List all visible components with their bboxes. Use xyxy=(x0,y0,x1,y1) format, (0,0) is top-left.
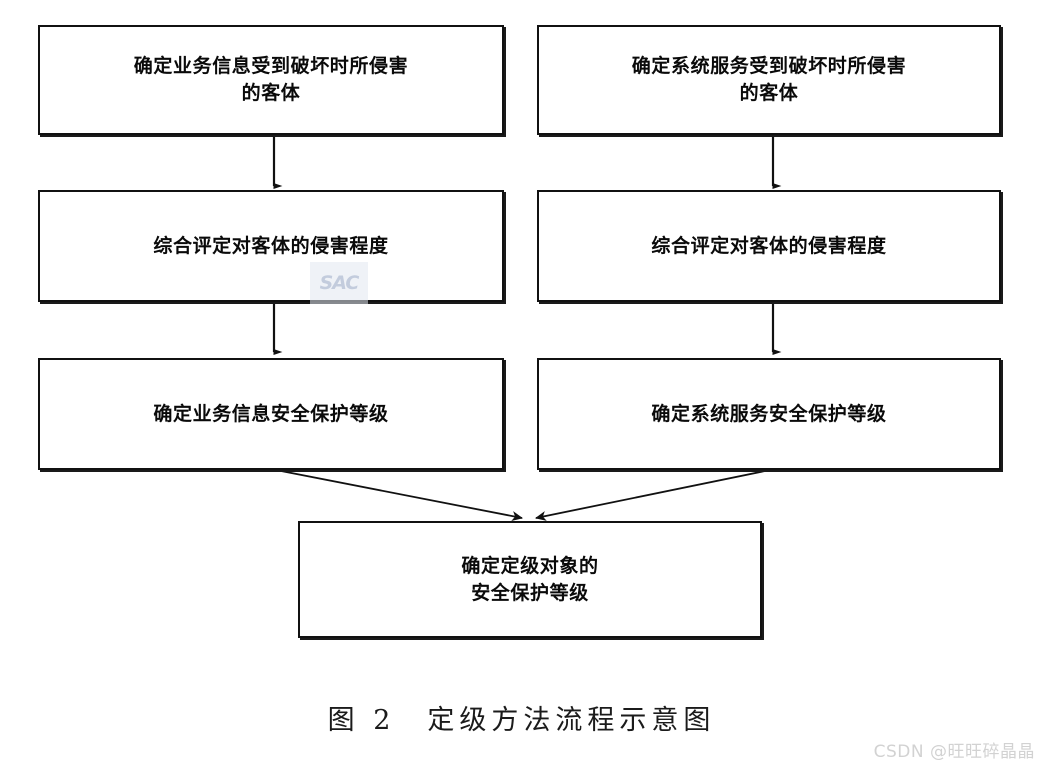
csdn-watermark: CSDN @旺旺碎晶晶 xyxy=(873,742,1035,762)
figure-caption: 图 2 定级方法流程示意图 xyxy=(327,705,716,736)
connector-biz-level-to-final xyxy=(275,469,523,521)
node-sys-service-degree-label: 综合评定对客体的侵害程度 xyxy=(651,234,887,257)
node-biz-info-object[interactable]: 确定业务信息受到破坏时所侵害 的客体 xyxy=(38,25,504,135)
node-final-level[interactable]: 确定定级对象的 安全保护等级 xyxy=(298,521,762,638)
node-sys-service-object[interactable]: 确定系统服务受到破坏时所侵害 的客体 xyxy=(537,25,1001,135)
node-sys-service-level[interactable]: 确定系统服务安全保护等级 xyxy=(537,358,1001,470)
connector-sys-level-to-final xyxy=(535,469,771,521)
node-biz-info-level[interactable]: 确定业务信息安全保护等级 xyxy=(38,358,504,470)
node-biz-info-level-label: 确定业务信息安全保护等级 xyxy=(153,402,389,425)
node-sys-service-object-label: 确定系统服务受到破坏时所侵害 的客体 xyxy=(631,55,907,104)
node-biz-info-object-label: 确定业务信息受到破坏时所侵害 的客体 xyxy=(133,55,409,104)
node-final-level-label: 确定定级对象的 安全保护等级 xyxy=(461,554,599,604)
node-sys-service-degree[interactable]: 综合评定对客体的侵害程度 xyxy=(537,190,1001,302)
node-sys-service-level-label: 确定系统服务安全保护等级 xyxy=(651,402,887,425)
node-biz-info-degree-label: 综合评定对客体的侵害程度 xyxy=(153,234,389,257)
node-biz-info-degree[interactable]: 综合评定对客体的侵害程度 xyxy=(38,190,504,302)
